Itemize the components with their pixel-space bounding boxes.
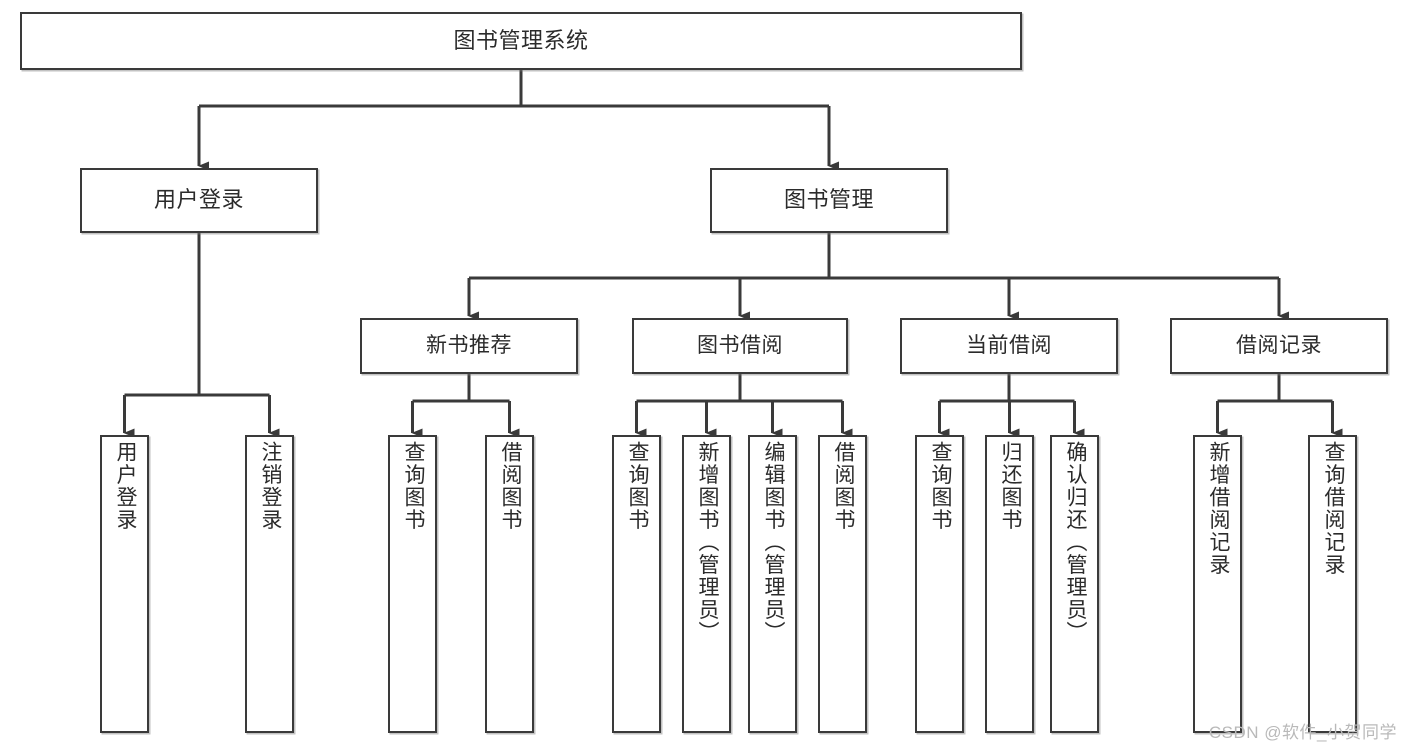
node-leaf-add-record[interactable]: 新增借阅记录 <box>1193 435 1242 733</box>
node-label: 借阅图书 <box>831 441 855 531</box>
node-leaf-confirm-return[interactable]: 确认归还（管理员） <box>1050 435 1099 733</box>
node-leaf-add-book[interactable]: 新增图书（管理员） <box>682 435 731 733</box>
node-label: 图书借阅 <box>697 334 783 358</box>
node-leaf-edit-book[interactable]: 编辑图书（管理员） <box>748 435 797 733</box>
node-label: 图书管理系统 <box>453 27 589 53</box>
node-label: 用户登录 <box>153 187 244 213</box>
node-leaf-logout[interactable]: 注销登录 <box>245 435 294 733</box>
node-label: 查询借阅记录 <box>1321 441 1345 576</box>
node-label: 借阅记录 <box>1236 334 1322 358</box>
node-label: 查询图书 <box>401 441 425 531</box>
node-book-manage[interactable]: 图书管理 <box>710 168 948 233</box>
node-leaf-borrow-book-1[interactable]: 借阅图书 <box>485 435 534 733</box>
node-leaf-return-book[interactable]: 归还图书 <box>985 435 1034 733</box>
node-label: 新增图书（管理员） <box>695 441 719 644</box>
node-root[interactable]: 图书管理系统 <box>20 12 1022 70</box>
node-book-borrow[interactable]: 图书借阅 <box>632 318 848 374</box>
node-label: 新增借阅记录 <box>1206 441 1230 576</box>
node-label: 借阅图书 <box>498 441 522 531</box>
node-user-login[interactable]: 用户登录 <box>80 168 318 233</box>
node-label: 查询图书 <box>928 441 952 531</box>
node-leaf-query-record[interactable]: 查询借阅记录 <box>1308 435 1357 733</box>
node-leaf-query-book-3[interactable]: 查询图书 <box>915 435 964 733</box>
node-label: 编辑图书（管理员） <box>761 441 785 644</box>
node-leaf-query-book-2[interactable]: 查询图书 <box>612 435 661 733</box>
node-label: 图书管理 <box>783 187 874 213</box>
node-leaf-query-book-1[interactable]: 查询图书 <box>388 435 437 733</box>
node-new-book-rec[interactable]: 新书推荐 <box>360 318 578 374</box>
node-label: 当前借阅 <box>966 334 1052 358</box>
watermark-text: CSDN @软件_小贺同学 <box>1208 723 1397 742</box>
node-leaf-borrow-book-2[interactable]: 借阅图书 <box>818 435 867 733</box>
node-borrow-record[interactable]: 借阅记录 <box>1170 318 1388 374</box>
node-label: 用户登录 <box>113 441 137 531</box>
node-leaf-user-login[interactable]: 用户登录 <box>100 435 149 733</box>
node-label: 查询图书 <box>625 441 649 531</box>
node-current-borrow[interactable]: 当前借阅 <box>900 318 1118 374</box>
node-label: 归还图书 <box>998 441 1022 531</box>
node-label: 确认归还（管理员） <box>1063 441 1087 644</box>
node-label: 注销登录 <box>258 441 282 531</box>
node-label: 新书推荐 <box>426 334 512 358</box>
